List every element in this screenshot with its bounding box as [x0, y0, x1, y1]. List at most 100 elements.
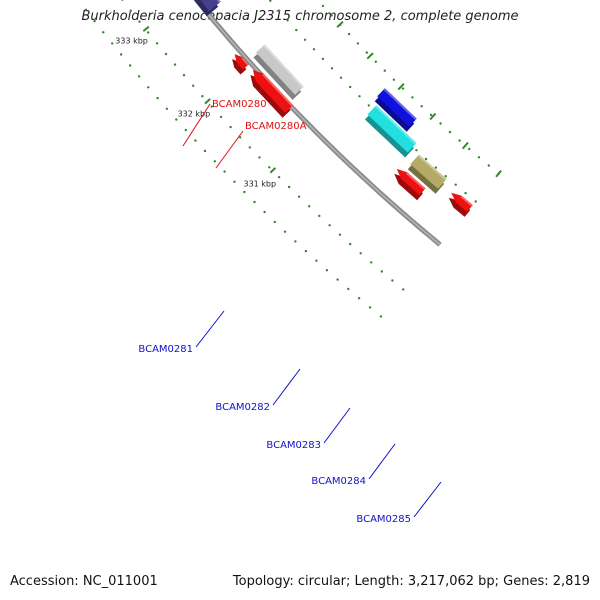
guide-dot: [229, 125, 232, 129]
guide-dot: [368, 306, 372, 309]
tick-label: 333 kbp: [115, 37, 148, 46]
guide-dot: [328, 224, 331, 227]
guide-dot: [147, 31, 150, 34]
guide-dot: [156, 96, 159, 100]
guide-dot: [356, 42, 360, 45]
feature-red-a-highlight: [460, 195, 473, 207]
guide-dot: [367, 104, 370, 107]
gene-leader-line: [215, 130, 244, 169]
guide-dot: [155, 42, 159, 45]
tick-label: 331 kbp: [243, 179, 276, 188]
feature-navy-bcam0281: [194, 0, 221, 17]
guide-dot: [347, 32, 351, 36]
feature-red-b: [394, 168, 426, 201]
guide-dot: [294, 240, 297, 243]
feature-gray-bcam0280-face: [255, 44, 304, 95]
guide-dot: [258, 156, 261, 159]
guide-dot: [277, 9, 281, 12]
guide-dot: [201, 95, 204, 98]
guide-dot: [223, 170, 226, 173]
guide-dot: [269, 0, 272, 2]
gene-leader-line: [413, 481, 442, 518]
guide-dot: [304, 249, 308, 253]
guide-dot: [277, 176, 281, 179]
feature-navy-bcam0281-face: [200, 0, 221, 12]
guide-dot: [325, 269, 329, 272]
guide-dot: [424, 157, 428, 161]
feature-cyan-a: [364, 105, 417, 158]
genome-summary-text: Topology: circular; Length: 3,217,062 bp…: [232, 574, 590, 589]
gene-label: BCAM0285: [356, 514, 411, 525]
guide-dot: [458, 139, 461, 142]
guide-dot: [297, 195, 301, 198]
feature-olive-a-face: [410, 154, 447, 189]
map-title: Burkholderia cenocepacia J2315 chromosom…: [81, 9, 519, 24]
feature-red-small: [232, 54, 249, 75]
gene-label: BCAM0284: [311, 476, 366, 487]
guide-dot: [233, 180, 236, 183]
feature-blue-a-face: [377, 88, 417, 127]
gene-label: BCAM0282: [215, 402, 270, 413]
guide-dot: [164, 52, 168, 56]
minor-tick-mark: [366, 52, 374, 60]
feature-red-bcam0280a-highlight: [262, 73, 294, 107]
guide-dot: [365, 51, 368, 54]
feature-red-bcam0280a: [250, 70, 294, 118]
guide-dot: [434, 166, 438, 169]
guide-dot: [182, 74, 186, 77]
guide-dot: [420, 105, 423, 108]
guide-dot: [330, 14, 333, 17]
guide-dot: [357, 297, 361, 300]
guide-dot: [102, 31, 105, 34]
guide-dot: [213, 160, 216, 163]
guide-dot: [263, 210, 266, 214]
feature-red-bcam0280a-face: [252, 70, 294, 113]
guide-dot: [121, 0, 124, 1]
feature-red-b-highlight: [405, 172, 426, 190]
guide-dot: [359, 252, 362, 255]
guide-dot: [379, 315, 383, 318]
feature-red-small-face: [234, 54, 249, 70]
tick-mark: [142, 25, 150, 32]
dotted-guide-layer: [84, 0, 500, 318]
feature-red-b-side: [394, 173, 423, 201]
gene-label-layer: BCAM0280BCAM0280ABCAM0281BCAM0282BCAM028…: [138, 99, 442, 525]
guide-dot: [312, 48, 316, 51]
gene-leader-line: [323, 407, 351, 444]
guide-dot: [321, 4, 325, 8]
guide-dot: [392, 78, 396, 81]
guide-dot: [308, 205, 311, 208]
guide-dot: [318, 214, 321, 218]
guide-dot: [349, 242, 352, 246]
guide-dot: [273, 220, 276, 224]
guide-dot: [401, 87, 405, 90]
guide-dot: [210, 105, 213, 108]
accession-text: Accession: NC_011001: [10, 574, 158, 589]
guide-dot: [474, 200, 477, 203]
feature-red-a: [448, 192, 473, 217]
guide-dot: [429, 113, 433, 117]
guide-dot: [358, 95, 361, 98]
gene-leader-line: [272, 368, 301, 406]
tick-mark: [269, 167, 277, 174]
guide-dot: [338, 233, 342, 236]
guide-dot: [93, 19, 96, 23]
minor-tick-mark: [397, 83, 405, 91]
feature-red-small-highlight: [241, 57, 249, 66]
guide-dot: [383, 69, 386, 72]
guide-dot: [286, 19, 289, 22]
guide-dot: [391, 279, 394, 282]
guide-dot: [129, 9, 132, 12]
feature-cyan-a-highlight: [375, 105, 417, 145]
guide-dot: [477, 156, 481, 159]
guide-dot: [448, 130, 452, 134]
minor-tick-mark: [495, 169, 502, 178]
guide-dot: [411, 96, 414, 99]
feature-blue-a-highlight: [383, 88, 417, 121]
gene-label: BCAM0280: [212, 99, 267, 110]
guide-dot: [184, 128, 187, 132]
feature-red-a-face: [451, 192, 473, 212]
feature-olive-a-highlight: [417, 154, 447, 181]
